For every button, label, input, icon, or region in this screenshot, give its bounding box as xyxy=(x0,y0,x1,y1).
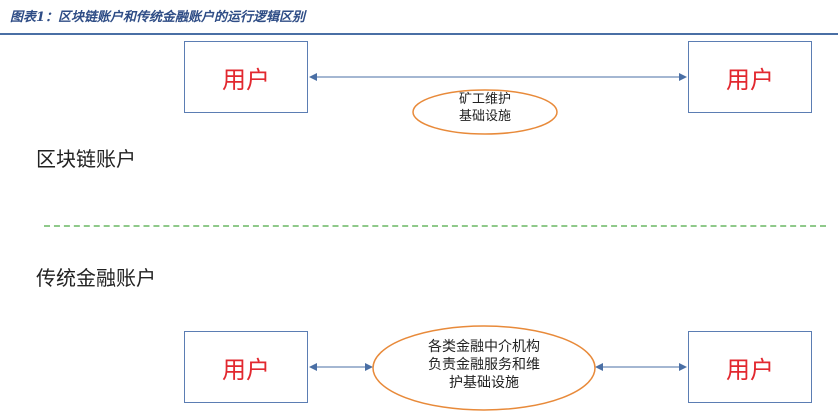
traditional-intermediary-ellipse xyxy=(372,325,596,411)
traditional-intermediary-line-3: 护基础设施 xyxy=(449,375,519,392)
blockchain-section-label: 区块链账户 xyxy=(36,147,136,171)
traditional-section-label: 传统金融账户 xyxy=(36,266,156,290)
section-divider xyxy=(44,225,826,227)
blockchain-left-user-box: 用户 xyxy=(184,41,308,113)
traditional-intermediary-text: 各类金融中介机构 负责金融服务和维 护基础设施 xyxy=(374,338,594,393)
blockchain-infrastructure-ellipse xyxy=(412,89,558,135)
traditional-right-user-box: 用户 xyxy=(688,331,812,403)
traditional-left-user-box: 用户 xyxy=(184,331,308,403)
blockchain-infra-line-1: 矿工维护 xyxy=(458,92,511,107)
blockchain-infra-line-2: 基础设施 xyxy=(458,108,511,124)
caption-rule xyxy=(0,33,838,35)
figure-caption: 图表1：区块链账户和传统金融账户的运行逻辑区别 xyxy=(10,10,306,25)
traditional-intermediary-line-1: 各类金融中介机构 xyxy=(428,339,540,355)
blockchain-infrastructure-text: 矿工维护 基础设施 xyxy=(413,92,557,126)
blockchain-right-user-box: 用户 xyxy=(688,41,812,113)
traditional-intermediary-line-2: 负责金融服务和维 xyxy=(428,357,540,374)
